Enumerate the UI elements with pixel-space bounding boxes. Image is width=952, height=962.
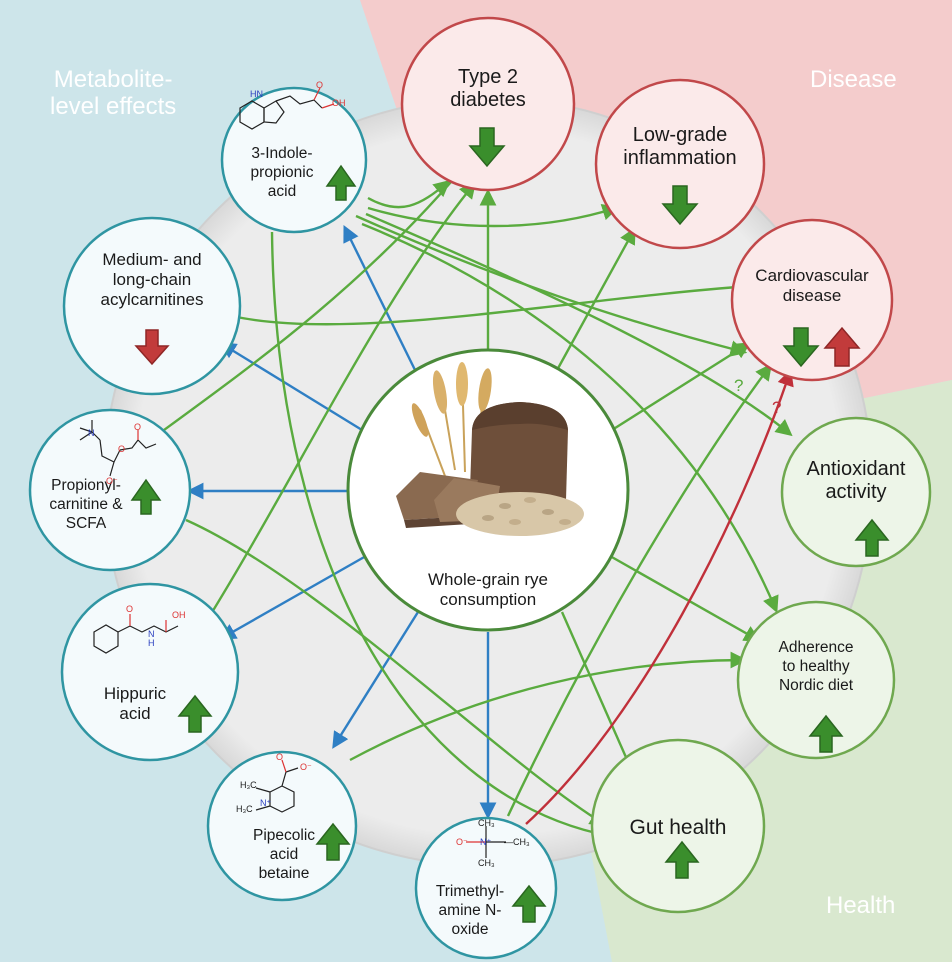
metabolite-level-effects-label: Metabolite- level effects	[50, 66, 177, 120]
ipa-up-arrow-icon	[325, 164, 357, 201]
tmao-ch3c-label: —CH₃	[504, 837, 530, 847]
arrow-center-to-ipa	[343, 224, 418, 373]
connection-arrows	[163, 159, 794, 842]
cvd-label: Cardiovascular disease	[755, 266, 869, 305]
effect-indicators	[130, 127, 890, 923]
cvd-down-arrow-icon	[782, 327, 820, 368]
metabolite-nodes	[28, 86, 558, 960]
hippuric-label: Hippuric acid	[103, 684, 167, 723]
arrow-pipecolic-to-nordic	[349, 651, 748, 762]
arrow-hippuric-to-t2d	[204, 181, 477, 623]
ipa-structure	[239, 87, 335, 130]
t2d-label: Type 2 diabetes	[450, 66, 526, 111]
prop-o1-label: O	[118, 444, 126, 454]
propionylcarnitine-structure	[79, 420, 157, 477]
pipe-o-label: O	[276, 752, 284, 762]
arrow-center-to-acylcarnitines	[219, 342, 363, 432]
node-ipa	[220, 86, 368, 234]
arrow-ipa-to-cvd	[355, 214, 748, 357]
node-hippuric	[60, 582, 240, 762]
arrow-ipa-to-inflammation	[367, 204, 620, 228]
pipe-om-label: O⁻	[300, 762, 312, 772]
ipa-label: 3-Indole- propionic acid	[250, 145, 314, 200]
health-label: Health	[826, 892, 896, 919]
node-gut	[590, 738, 766, 914]
center-label: Whole-grain rye consumption	[428, 570, 548, 609]
nordic-up-arrow-icon	[808, 714, 844, 753]
ipa-o-label: O	[316, 80, 324, 90]
node-tmao	[414, 816, 558, 960]
antioxidant-label: Antioxidant activity	[806, 458, 906, 503]
tmao-ch3a-label: CH₃	[478, 818, 495, 828]
node-pipecolic	[206, 750, 358, 902]
tmao-label: Trimethyl- amine N- oxide	[435, 883, 505, 938]
tmao-o-label: O⁻	[456, 837, 468, 847]
tmao-up-arrow-icon	[511, 884, 547, 923]
propionylcarnitine-label: Propionyl- carnitine & SCFA	[49, 477, 123, 532]
arrow-center-to-gut	[560, 611, 639, 784]
prop-om-label: O⁻	[106, 476, 118, 486]
pipe-h3c2-label: H₃C	[236, 804, 253, 814]
tmao-structure	[466, 826, 506, 858]
gut-up-arrow-icon	[664, 840, 700, 879]
hipp-nh-label: N H	[148, 629, 155, 648]
grain-bread-illustration	[396, 362, 584, 536]
arrow-ipa-to-nordic	[361, 222, 779, 614]
acylcarnitines-label: Medium- and long-chain acylcarnitines	[100, 250, 204, 309]
node-antioxidant	[780, 416, 932, 568]
tmao-n-label: N⁺	[480, 837, 492, 847]
arrow-center-to-hippuric	[219, 554, 367, 640]
inflammation-label: Low-grade inflammation	[623, 124, 737, 169]
node-acylcarnitines	[62, 216, 242, 396]
arrow-tmao-to-cvd-red	[525, 368, 794, 825]
cvd-up-arrow-icon	[823, 326, 861, 367]
acyl-down-arrow-icon	[134, 329, 170, 366]
node-t2d	[400, 16, 576, 192]
ipa-oh-label: OH	[332, 98, 346, 108]
disease-label: Disease	[810, 66, 897, 93]
uncertain-mark-green: ?	[734, 376, 744, 395]
arrow-center-to-nordic	[609, 554, 761, 642]
tmao-ch3b-label: CH₃	[478, 858, 495, 868]
prop-n-label: N	[88, 428, 95, 438]
pipe-h3c1-label: H₃C	[240, 780, 257, 790]
uncertain-mark-red: ?	[772, 398, 782, 417]
node-propionylcarnitine	[28, 408, 192, 572]
center-node	[346, 348, 630, 632]
t2d-down-arrow-icon	[468, 127, 506, 168]
node-inflammation	[594, 78, 766, 250]
arrow-center-to-cvd	[611, 342, 751, 432]
pipe-up-arrow-icon	[315, 822, 351, 861]
arrow-ipa-to-gut	[270, 231, 614, 842]
outcome-nodes	[400, 16, 932, 914]
infl-down-arrow-icon	[661, 185, 699, 226]
arrow-propionylcarnitine-to-t2d	[163, 159, 471, 431]
prop-up-arrow-icon	[130, 478, 162, 515]
arrow-ipa-to-t2d	[367, 179, 451, 209]
hipp-o-label: O	[126, 604, 134, 614]
node-nordic	[736, 600, 896, 760]
pipecolic-structure	[255, 759, 299, 813]
hipp-oh-label: OH	[172, 610, 186, 620]
prop-o2-label: O	[134, 422, 142, 432]
arrow-tmao-to-cvd-green	[506, 363, 773, 817]
hipp-up-arrow-icon	[177, 694, 213, 733]
chemical-structures	[79, 87, 506, 858]
pipecolic-label: Pipecolic acid betaine	[252, 827, 316, 882]
arrow-acylcarnitines-to-cvd	[231, 278, 754, 326]
pipe-n-label: N⁺	[260, 798, 272, 808]
antiox-up-arrow-icon	[854, 518, 890, 557]
hippuric-structure	[93, 614, 179, 654]
nordic-label: Adherence to healthy Nordic diet	[778, 639, 854, 694]
ipa-nh-label: HN	[250, 89, 263, 99]
arrow-center-to-pipecolic	[332, 611, 420, 749]
gut-label: Gut health	[629, 816, 727, 839]
